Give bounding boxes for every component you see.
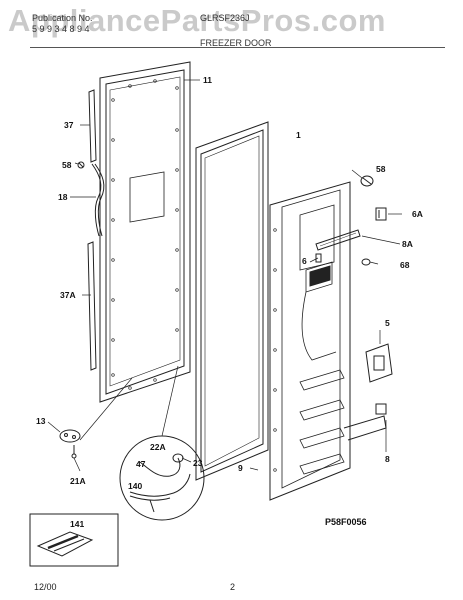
part-label-37a: 37A [60,290,76,300]
part-label-22a: 22A [150,442,166,452]
header-rule [30,47,445,48]
part-label-68: 68 [400,260,410,270]
publication-number: 5 9 9 3 4 8 9 4 [32,24,90,34]
part-label-6: 6 [302,256,307,266]
part-label-140: 140 [128,481,142,491]
part-label-8: 8 [385,454,390,464]
pad-5 [365,343,393,383]
part-label-21a: 21A [70,476,86,486]
section-title: FREEZER DOOR [200,38,272,48]
model-number: GLRSF236J [200,13,250,23]
part-label-9: 9 [238,463,243,473]
footer-page: 2 [230,582,236,592]
footer-date: 12/00 [34,582,57,592]
part-label-11: 11 [203,75,212,85]
part-label-47: 47 [136,459,146,469]
handle-trim-lower [87,241,97,371]
part-label-58-left: 58 [62,160,72,170]
part-68 [361,258,371,266]
screw-58-left [77,161,85,169]
diagram-code: P58F0056 [325,517,367,527]
rod-8a [315,229,361,251]
part-label-141: 141 [70,519,84,529]
door-liner [269,181,351,501]
part-label-37: 37 [64,120,74,130]
handle-strap [91,163,105,237]
part-label-5: 5 [385,318,390,328]
part-label-13: 13 [36,416,46,426]
part-label-58-right: 58 [376,164,386,174]
clip-6a [375,207,387,221]
door-outer-panel [99,61,191,403]
handle-inset-box [29,513,119,567]
leader-lines [47,79,402,472]
part-label-18: 18 [58,192,68,202]
part-label-6a: 6A [412,209,423,219]
publication-label: Publication No. [32,13,93,23]
part-6 [315,253,322,263]
handle-trim-upper [88,89,97,163]
part-label-23: 23 [193,458,203,468]
door-gasket [195,121,269,481]
part-label-8a: 8A [402,239,413,249]
screw-58-right [360,175,374,187]
part-label-1: 1 [296,130,301,140]
bar-8 [343,403,387,441]
hinge-bracket [59,429,81,459]
